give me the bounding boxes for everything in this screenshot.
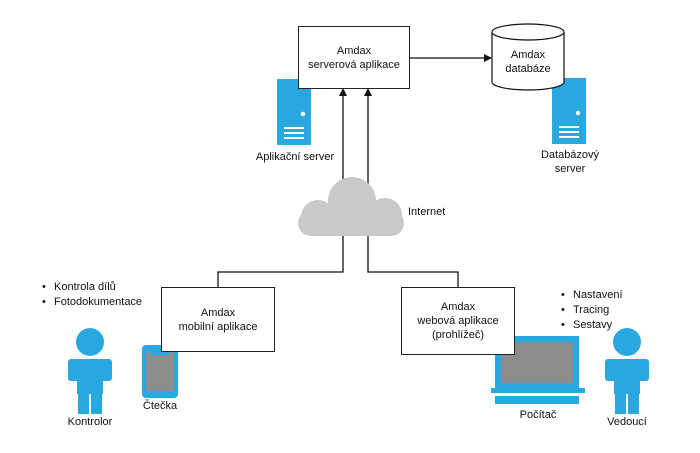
web-app-subtitle: webová aplikace xyxy=(417,315,499,327)
cloud-icon xyxy=(298,177,404,236)
person-icon-manager xyxy=(605,328,649,414)
mobile-app-title: Amdax xyxy=(200,306,236,319)
manager-label: Vedoucí xyxy=(607,416,647,428)
manager-task-list: Nastavení Tracing Sestavy xyxy=(561,288,623,333)
server-app-title: Amdax xyxy=(336,44,372,57)
web-app-box: Amdax webová aplikace (prohlížeč) xyxy=(401,287,515,355)
controller-task-list: Kontrola dílů Fotodokumentace xyxy=(42,280,142,310)
database-cylinder-icon xyxy=(491,23,565,91)
controller-label: Kontrolor xyxy=(67,416,113,428)
reader-label: Čtečka xyxy=(142,400,178,412)
database-subtitle: databáze xyxy=(505,63,551,75)
server-app-subtitle: serverová aplikace xyxy=(308,58,400,71)
mobile-app-box: Amdax mobilní aplikace xyxy=(161,287,275,352)
computer-label: Počítač xyxy=(519,409,557,421)
db-server-label: Databázový server xyxy=(520,148,620,176)
db-server-line2: server xyxy=(554,163,586,175)
database-server-tower-icon xyxy=(552,78,586,144)
list-item: Nastavení xyxy=(561,288,623,303)
server-tower-icon xyxy=(277,79,311,145)
tablet-icon xyxy=(142,345,178,398)
internet-label: Internet xyxy=(408,206,446,218)
server-app-box: Amdax serverová aplikace xyxy=(298,26,410,89)
list-item: Sestavy xyxy=(561,318,623,333)
connector-web-to-server xyxy=(364,88,459,287)
list-item: Tracing xyxy=(561,303,623,318)
database-title: Amdax xyxy=(510,49,546,61)
mobile-app-subtitle: mobilní aplikace xyxy=(178,320,258,333)
database-label: Amdax databáze xyxy=(492,48,564,76)
list-item: Kontrola dílů xyxy=(42,280,142,295)
web-app-title: Amdax xyxy=(440,301,476,313)
web-app-note: (prohlížeč) xyxy=(432,329,484,341)
db-server-line1: Databázový xyxy=(540,149,600,161)
app-server-label: Aplikační server xyxy=(255,151,335,163)
list-item: Fotodokumentace xyxy=(42,295,142,310)
person-icon-controller xyxy=(68,328,112,414)
